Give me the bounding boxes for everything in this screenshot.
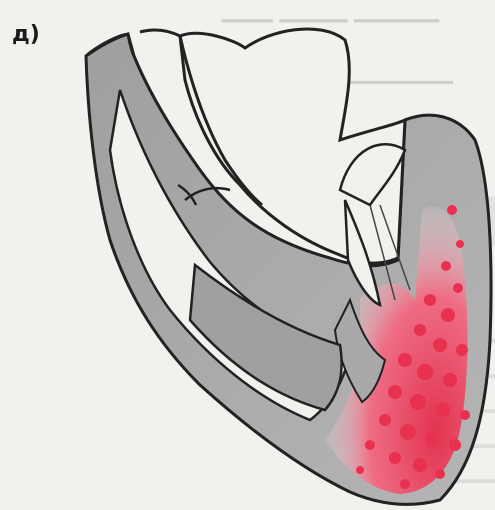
panel-label: д)	[12, 22, 40, 47]
